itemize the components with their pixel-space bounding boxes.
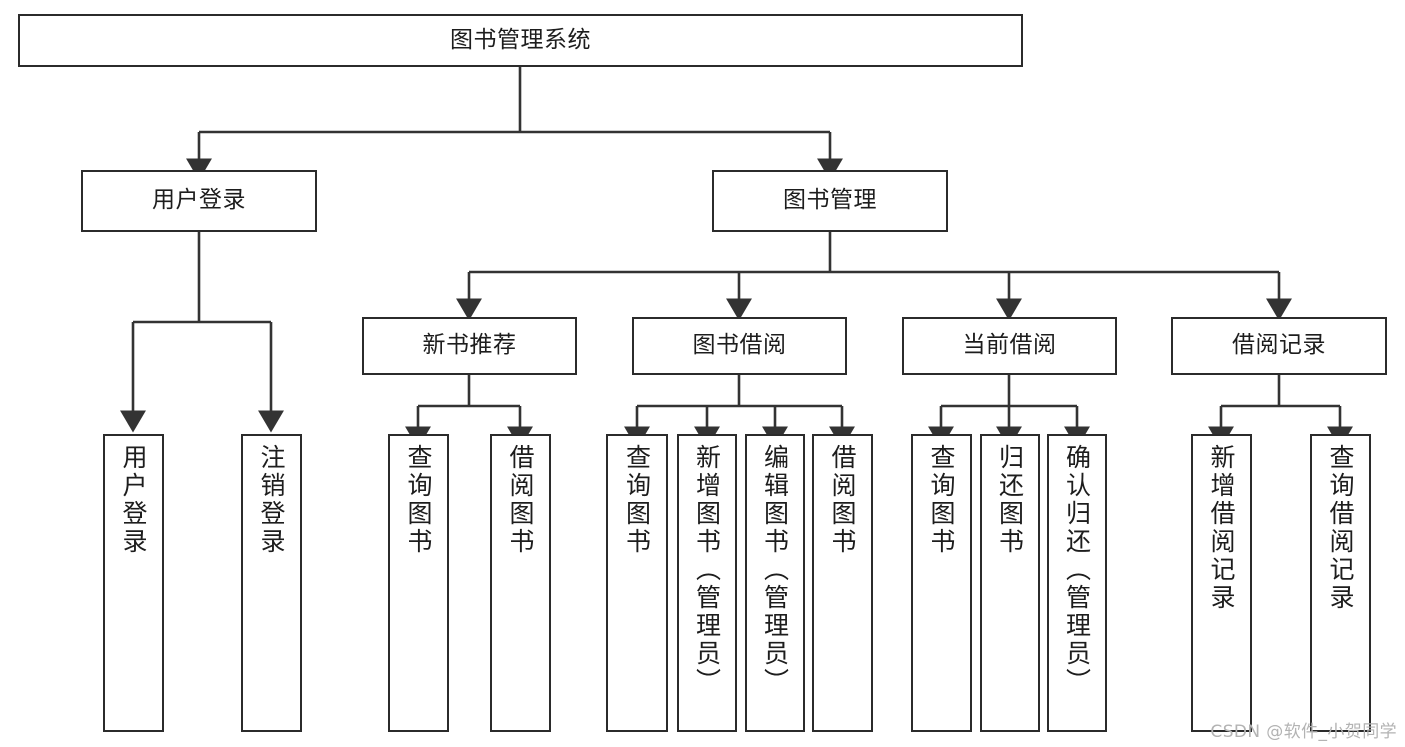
node-leaf-confirm-return-admin[interactable]: 确认归还（管理员） <box>1047 434 1107 732</box>
node-leaf-borrow-book-recommend[interactable]: 借阅图书 <box>490 434 551 732</box>
node-label: 查询图书 <box>927 444 956 556</box>
node-leaf-query-book-current[interactable]: 查询图书 <box>911 434 972 732</box>
node-label: 确认归还（管理员） <box>1062 444 1092 696</box>
node-leaf-query-book-recommend[interactable]: 查询图书 <box>388 434 449 732</box>
node-root-book-management-system[interactable]: 图书管理系统 <box>18 14 1023 67</box>
node-leaf-borrow-book[interactable]: 借阅图书 <box>812 434 873 732</box>
node-book-management[interactable]: 图书管理 <box>712 170 948 232</box>
node-leaf-query-borrow-record[interactable]: 查询借阅记录 <box>1310 434 1371 732</box>
node-label: 用户登录 <box>119 444 148 556</box>
node-label: 查询图书 <box>622 444 652 556</box>
node-leaf-logout-login[interactable]: 注销登录 <box>241 434 302 732</box>
node-user-login[interactable]: 用户登录 <box>81 170 317 232</box>
node-label: 查询图书 <box>404 444 433 556</box>
node-leaf-add-borrow-record[interactable]: 新增借阅记录 <box>1191 434 1252 732</box>
node-label: 归还图书 <box>995 444 1025 556</box>
node-label: 用户登录 <box>152 187 246 214</box>
node-label: 借阅图书 <box>506 444 535 556</box>
node-new-book-recommend[interactable]: 新书推荐 <box>362 317 577 375</box>
node-label: 图书管理 <box>783 187 877 214</box>
node-leaf-add-book-admin[interactable]: 新增图书（管理员） <box>677 434 737 732</box>
node-label: 新增借阅记录 <box>1207 444 1236 612</box>
node-leaf-return-book[interactable]: 归还图书 <box>980 434 1040 732</box>
node-label: 借阅图书 <box>828 444 857 556</box>
node-label: 编辑图书（管理员） <box>760 444 790 696</box>
node-label: 新书推荐 <box>422 332 517 359</box>
node-leaf-query-book-borrow[interactable]: 查询图书 <box>606 434 668 732</box>
node-label: 当前借阅 <box>962 332 1057 359</box>
node-current-borrow[interactable]: 当前借阅 <box>902 317 1117 375</box>
node-leaf-edit-book-admin[interactable]: 编辑图书（管理员） <box>745 434 805 732</box>
node-label: 查询借阅记录 <box>1326 444 1355 612</box>
node-label: 注销登录 <box>257 444 286 556</box>
node-label: 图书管理系统 <box>450 26 591 53</box>
node-leaf-user-login[interactable]: 用户登录 <box>103 434 164 732</box>
csdn-watermark: CSDN @软件_小贺同学 <box>1210 722 1397 742</box>
node-label: 借阅记录 <box>1232 332 1326 359</box>
node-borrow-record[interactable]: 借阅记录 <box>1171 317 1387 375</box>
node-label: 新增图书（管理员） <box>692 444 722 696</box>
node-book-borrow[interactable]: 图书借阅 <box>632 317 847 375</box>
node-label: 图书借阅 <box>692 332 787 359</box>
